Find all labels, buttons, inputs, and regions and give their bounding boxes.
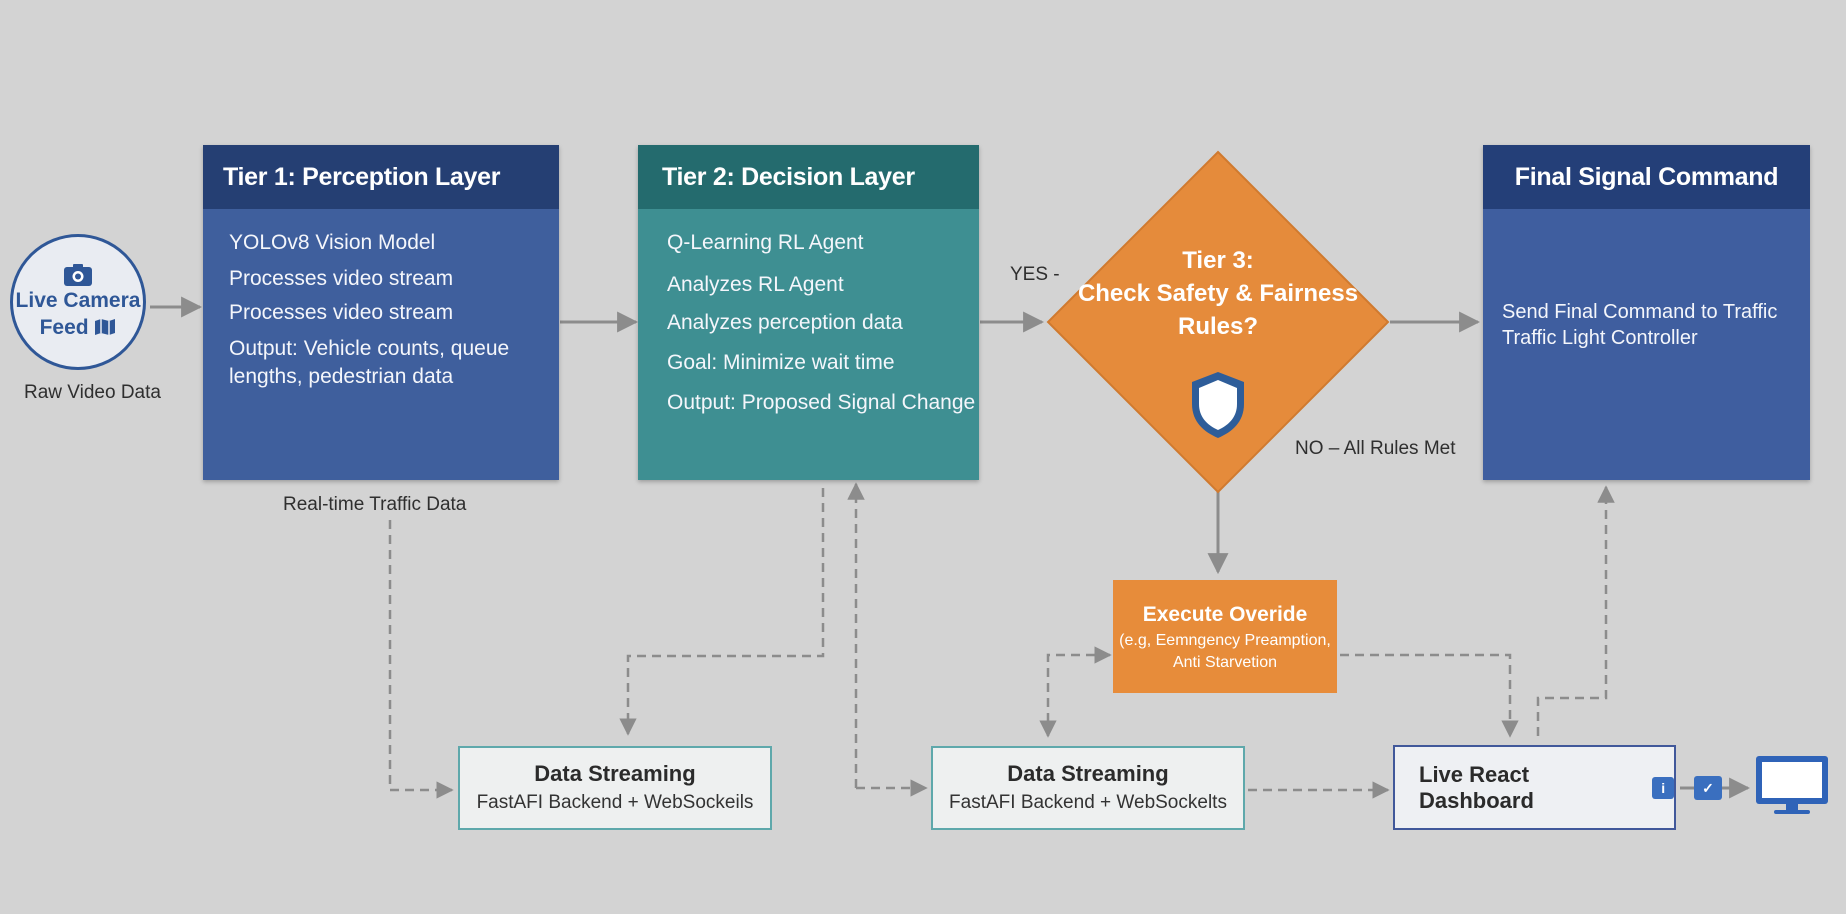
- tier2-line: Goal: Minimize wait time: [667, 351, 895, 374]
- shield-icon: [1192, 372, 1244, 438]
- tier2-title: Tier 2: Decision Layer: [638, 145, 979, 209]
- tier2-line: Q-Learning RL Agent: [667, 231, 864, 254]
- tier1-line: lengths, pedestrian data: [229, 365, 454, 388]
- final-line2: Traffic Light Controller: [1502, 327, 1698, 349]
- execute-override-box: Execute Overide (e.g, Eemngency Preampti…: [1113, 580, 1337, 693]
- tier3-line2: Check Safety & Fairness: [1077, 280, 1359, 307]
- tier2-body: Q-Learning RL Agent Analyzes RL Agent An…: [638, 209, 979, 417]
- camera-label-line2: Feed: [40, 314, 117, 341]
- final-signal-card: Final Signal Command Send Final Command …: [1483, 145, 1810, 480]
- yes-label: YES -: [1010, 264, 1060, 285]
- live-camera-feed: Live Camera Feed: [10, 234, 146, 370]
- data-streaming-box-1: Data Streaming FastAFI Backend + WebSock…: [458, 746, 772, 830]
- stream1-title: Data Streaming: [534, 761, 696, 786]
- tier1-line: YOLOv8 Vision Model: [229, 231, 436, 254]
- dashed-override-to-dashboard: [1340, 653, 1519, 738]
- tier2-line: Analyzes perception data: [667, 311, 903, 334]
- camera-icon: [64, 264, 92, 286]
- final-line1: Send Final Command to Traffic: [1502, 301, 1778, 323]
- tier1-perception-card: Tier 1: Perception Layer YOLOv8 Vision M…: [203, 145, 559, 480]
- chart-check-icon: ✓: [1694, 776, 1722, 800]
- dashed-tier1-to-stream1: [388, 520, 454, 799]
- dashed-dashboard-to-final: [1536, 485, 1615, 736]
- raw-video-data-label: Raw Video Data: [24, 382, 161, 403]
- tier2-line: Analyzes RL Agent: [667, 273, 844, 296]
- tier3-text: Tier 3: Check Safety & Fairness Rules?: [1068, 244, 1368, 343]
- info-icon: i: [1652, 776, 1674, 799]
- tier1-title: Tier 1: Perception Layer: [203, 145, 559, 209]
- dashboard-title: Live React Dashboard: [1419, 761, 1534, 813]
- stream1-subtitle: FastAFI Backend + WebSockeils: [476, 792, 754, 813]
- stream2-subtitle: FastAFI Backend + WebSockelts: [949, 792, 1227, 813]
- override-title: Execute Overide: [1142, 602, 1308, 626]
- final-title: Final Signal Command: [1483, 145, 1810, 209]
- tier3-line3: Rules?: [1177, 313, 1258, 340]
- override-line1: (e.g, Eemngency Preamption,: [1119, 631, 1331, 649]
- camera-label-line1: Live Camera: [15, 289, 141, 312]
- data-streaming-box-2: Data Streaming FastAFI Backend + WebSock…: [931, 746, 1245, 830]
- override-line2: Anti Starvetion: [1172, 653, 1278, 671]
- tier3-line1: Tier 3:: [1182, 247, 1254, 274]
- tier2-decision-card: Tier 2: Decision Layer Q-Learning RL Age…: [638, 145, 979, 480]
- monitor-icon: [1756, 756, 1828, 814]
- dashed-tier2-to-stream1: [619, 488, 825, 736]
- tier1-line: Output: Vehicle counts, queue: [229, 337, 510, 360]
- dashed-override-to-stream2: [1039, 646, 1112, 738]
- no-label: NO – All Rules Met: [1295, 438, 1456, 459]
- stream2-title: Data Streaming: [1007, 761, 1169, 786]
- tier1-line: Processes video stream: [229, 301, 454, 324]
- tier1-body: YOLOv8 Vision Model Processes video stre…: [203, 209, 559, 391]
- tier3-decision-diamond: [1046, 150, 1390, 494]
- tier1-line: Processes video stream: [229, 267, 454, 290]
- map-icon: [95, 319, 116, 335]
- tier2-line: Output: Proposed Signal Change: [667, 391, 976, 414]
- real-time-traffic-data-label: Real-time Traffic Data: [283, 494, 467, 515]
- final-body: Send Final Command to Traffic Traffic Li…: [1483, 209, 1810, 351]
- live-react-dashboard-box: Live React Dashboard i: [1393, 745, 1676, 830]
